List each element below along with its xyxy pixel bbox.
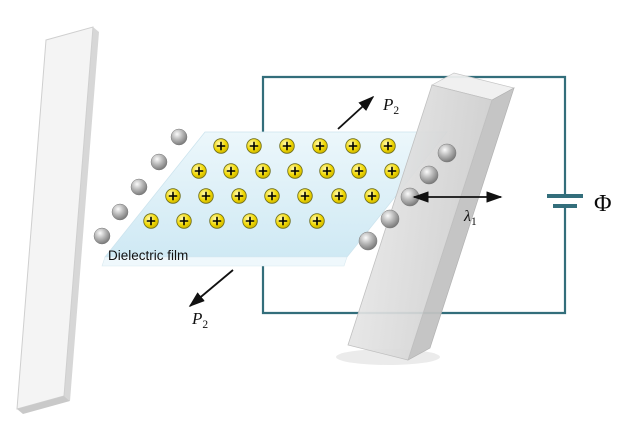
positive-charge-icon [231,188,247,204]
electron-sphere-icon [419,165,439,185]
electron-sphere-icon [358,231,378,251]
battery-icon [547,194,583,208]
positive-charge-icon [143,213,159,229]
polarization-label-top: P2 [382,95,399,117]
positive-charge-icon [213,138,229,154]
dielectric-film-label: Dielectric film [108,248,188,263]
positive-charge-icon [223,163,239,179]
positive-charge-icon [191,163,207,179]
positive-charge-icon [287,163,303,179]
positive-charge-icon [364,188,380,204]
electron-sphere-icon [380,209,400,229]
electron-sphere-icon [437,143,457,163]
positive-charge-icon [209,213,225,229]
positive-charge-icon [351,163,367,179]
positive-charge-icon [246,138,262,154]
positive-charge-icon [198,188,214,204]
polarization-label-bottom: P2 [191,309,208,331]
positive-charge-icon [331,188,347,204]
positive-charge-icon [255,163,271,179]
positive-charge-icon [165,188,181,204]
left-electrode-plate [16,26,99,414]
positive-charge-icon [275,213,291,229]
positive-charge-icon [312,138,328,154]
right-electrode-charges [358,143,457,251]
polarization-arrow-bottom [188,269,234,308]
positive-charge-icon [242,213,258,229]
positive-charge-icon [345,138,361,154]
positive-charge-icon [297,188,313,204]
electron-sphere-icon [150,153,168,171]
electron-sphere-icon [111,203,129,221]
positive-charge-icon [309,213,325,229]
electron-sphere-icon [130,178,148,196]
potential-phi-label: Φ [594,191,612,217]
positive-charge-icon [380,138,396,154]
film-positive-charges [143,138,400,229]
positive-charge-icon [319,163,335,179]
positive-charge-icon [264,188,280,204]
polarization-arrow-top [337,95,375,130]
positive-charge-icon [279,138,295,154]
positive-charge-icon [176,213,192,229]
lambda-label: λ1 [463,208,477,228]
left-electrode-charges [93,128,188,245]
electron-sphere-icon [93,227,111,245]
positive-charge-icon [384,163,400,179]
electron-sphere-icon [170,128,188,146]
